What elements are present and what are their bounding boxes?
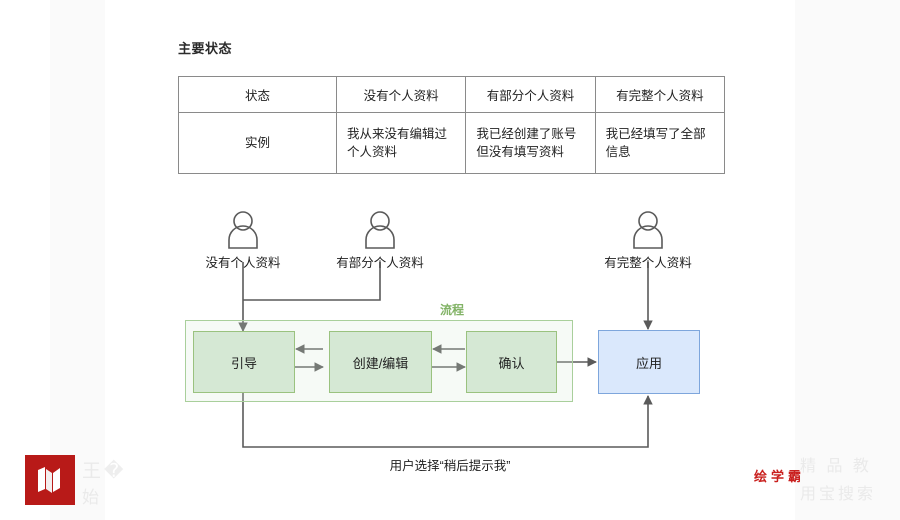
node-label: 引导 [230, 355, 257, 371]
node-label: 确认 [498, 355, 525, 371]
node-onboarding[interactable]: 引导 [193, 331, 295, 393]
brand-watermark: 绘学霸 [753, 469, 805, 484]
user-icon [228, 211, 258, 249]
states-table: 状态 没有个人资料 有部分个人资料 有完整个人资料 实例 我从来没有编辑过个人资… [178, 76, 726, 174]
node-label: 创建/编辑 [352, 355, 409, 371]
page-title: 主要状态 [178, 41, 233, 56]
table-header-cell: 有完整个人资料 [594, 76, 726, 113]
node-label: 应用 [635, 355, 662, 371]
table-cell: 我已经创建了账号但没有填写资料 [465, 112, 596, 174]
process-group-label: 流程 [440, 303, 465, 317]
user-icon [365, 211, 395, 249]
node-app[interactable]: 应用 [598, 330, 700, 394]
node-create-edit[interactable]: 创建/编辑 [329, 331, 432, 393]
table-cell: 我从来没有编辑过个人资料 [335, 112, 467, 174]
table-header-row: 状态 没有个人资料 有部分个人资料 有完整个人资料 [178, 76, 726, 113]
table-row: 实例 我从来没有编辑过个人资料 我已经创建了账号但没有填写资料 我已经填写了全部… [178, 112, 726, 174]
table-row-label: 实例 [178, 112, 337, 174]
node-confirm[interactable]: 确认 [466, 331, 557, 393]
persona-label: 有完整个人资料 [604, 256, 692, 270]
site-logo [25, 455, 75, 505]
user-icon [633, 211, 663, 249]
persona-partial-profile: 有部分个人资料 [313, 250, 447, 271]
edge-onboarding-to-app-later [242, 393, 653, 448]
persona-label: 没有个人资料 [205, 256, 281, 270]
table-header-cell: 有部分个人资料 [465, 76, 596, 113]
connector-group [238, 262, 653, 448]
persona-full-profile: 有完整个人资料 [581, 250, 715, 271]
table-cell: 我已经填写了全部信息 [594, 112, 726, 174]
persona-icon-group [228, 211, 663, 249]
persona-no-profile: 没有个人资料 [183, 250, 303, 271]
feedback-edge-label: 用户选择“稍后提示我” [389, 459, 511, 473]
book-logo-icon [38, 467, 60, 493]
persona-label: 有部分个人资料 [336, 256, 424, 270]
edge-persona-partial-profile-to-onboarding [243, 262, 381, 301]
